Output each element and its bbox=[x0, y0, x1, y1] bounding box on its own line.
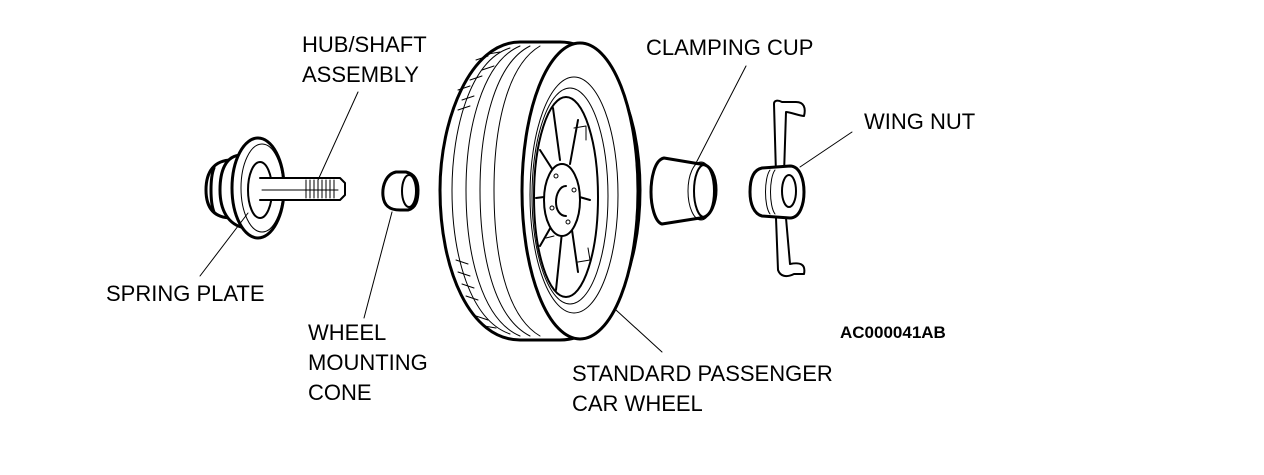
wheel-leader bbox=[615, 309, 663, 353]
hub-shaft-label-line-2: ASSEMBLY bbox=[302, 62, 419, 87]
hub-shaft-assembly-drawing bbox=[199, 91, 359, 277]
tread-pattern bbox=[455, 51, 501, 329]
cone-leader bbox=[363, 211, 393, 319]
figure-code: AC000041AB bbox=[840, 323, 946, 342]
hub-shaft-label-line-1: HUB/SHAFT bbox=[302, 32, 427, 57]
hub-shaft-leader bbox=[317, 91, 359, 181]
spring-plate-leader bbox=[199, 212, 249, 277]
clamping-cup-drawing bbox=[649, 65, 747, 226]
wing-nut-label: WING NUT bbox=[864, 107, 975, 137]
wheel-label-line-2: CAR WHEEL bbox=[572, 391, 703, 416]
clamping-cup-label-line-1: CLAMPING CUP bbox=[646, 35, 814, 60]
wheel-label-line-1: STANDARD PASSENGER bbox=[572, 361, 833, 386]
cone-label-line-1: WHEEL bbox=[308, 320, 387, 345]
cone-label-line-2: MOUNTING bbox=[308, 350, 428, 375]
wheel-mounting-cone-label: WHEEL MOUNTING CONE bbox=[308, 318, 428, 408]
wheel-mounting-cone-drawing bbox=[363, 170, 420, 319]
clamping-cup-leader bbox=[694, 65, 747, 166]
cone-label-line-3: CONE bbox=[308, 380, 372, 405]
hub-shaft-label: HUB/SHAFT ASSEMBLY bbox=[302, 30, 427, 90]
wing-nut-drawing bbox=[748, 99, 853, 278]
clamping-cup-label: CLAMPING CUP bbox=[646, 33, 813, 63]
wheel-label: STANDARD PASSENGER CAR WHEEL bbox=[572, 359, 833, 419]
spring-plate-label-line-1: SPRING PLATE bbox=[106, 281, 265, 306]
wheel-drawing bbox=[438, 40, 663, 353]
shaft-threads bbox=[305, 179, 335, 199]
spring-plate-label: SPRING PLATE bbox=[106, 279, 265, 309]
wing-nut-leader bbox=[799, 131, 853, 168]
wing-nut-label-line-1: WING NUT bbox=[864, 109, 976, 134]
